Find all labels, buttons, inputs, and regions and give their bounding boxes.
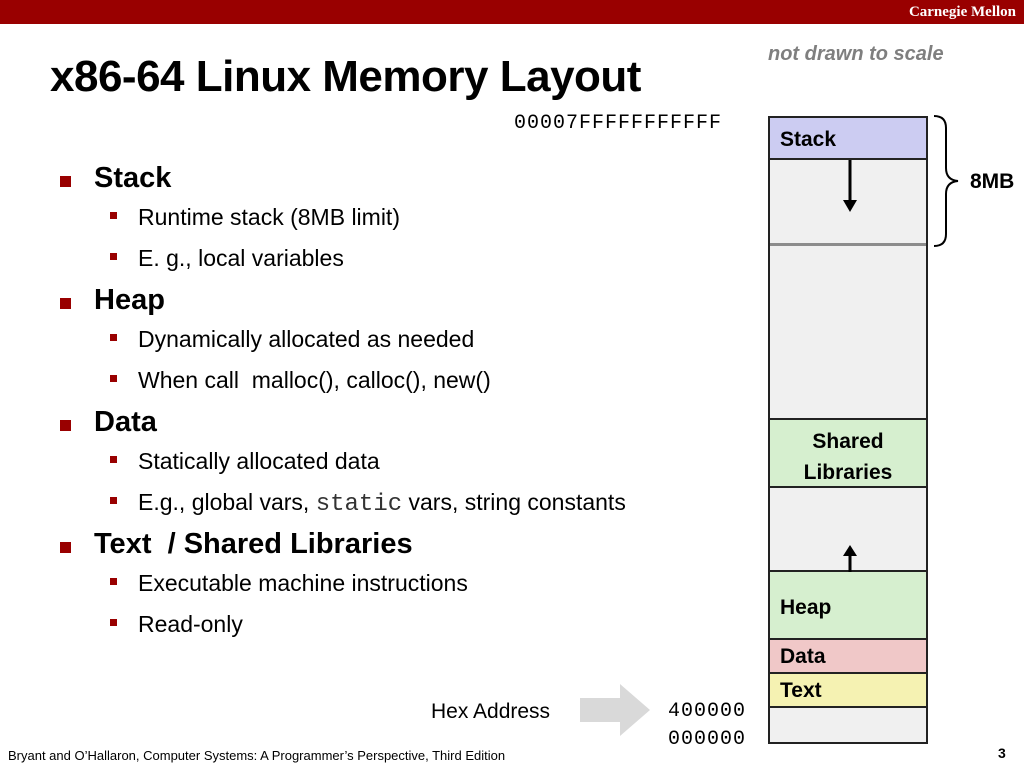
sub-bullet-text: E. g., local variables (138, 245, 344, 271)
bullet-stack: Stack (56, 160, 756, 200)
sub-bullet-square-icon (110, 578, 117, 585)
segment-heap-growth-space (768, 486, 928, 572)
sub-bullet-text: Runtime stack (8MB limit) (138, 204, 400, 230)
bullet-square-icon (60, 542, 71, 553)
segment-label: Heap (780, 596, 832, 619)
sub-bullet-square-icon (110, 212, 117, 219)
page-number: 3 (998, 745, 1006, 761)
hex-address-arrow-icon (580, 684, 650, 736)
segment-label: Shared Libraries (770, 426, 926, 488)
sub-bullet: Read-only (56, 607, 756, 648)
bullet-text-shared: Text / Shared Libraries (56, 526, 756, 566)
segment-label-line2: Libraries (803, 461, 893, 484)
bullet-data: Data (56, 404, 756, 444)
top-bar: Carnegie Mellon (0, 0, 1024, 24)
stack-size-brace-icon (933, 115, 959, 247)
sub-bullet-text: E.g., global vars, static vars, string c… (138, 489, 626, 518)
segment-data: Data (768, 638, 928, 674)
stack-limit-line (770, 243, 926, 246)
hex-address-label: Hex Address (431, 700, 551, 723)
segment-label: Data (780, 645, 826, 668)
segment-label-line1: Shared (812, 430, 884, 453)
bullet-square-icon (60, 176, 71, 187)
segment-shared-libraries: Shared Libraries (768, 418, 928, 488)
segment-low-memory (768, 706, 928, 744)
text-suffix: vars, string constants (402, 489, 626, 515)
brand-label: Carnegie Mellon (908, 4, 1016, 20)
sub-bullet-text: When call malloc(), calloc(), new() (138, 367, 491, 393)
segment-stack: Stack (768, 116, 928, 160)
segment-label: Text (780, 679, 822, 702)
bullet-square-icon (60, 298, 71, 309)
address-400000: 400000 (668, 700, 747, 723)
sub-bullet: Runtime stack (8MB limit) (56, 200, 756, 241)
sub-bullet-square-icon (110, 497, 117, 504)
sub-bullet: E.g., global vars, static vars, string c… (56, 485, 756, 526)
stack-size-label: 8MB (970, 170, 1015, 193)
segment-label: Stack (780, 128, 837, 151)
text-prefix: E.g., global vars, (138, 489, 316, 515)
footer-citation: Bryant and O’Hallaron, Computer Systems:… (8, 748, 506, 763)
code-static: static (315, 491, 403, 518)
sub-bullet-square-icon (110, 253, 117, 260)
bullet-square-icon (60, 420, 71, 431)
sub-bullet: Statically allocated data (56, 444, 756, 485)
scale-note: not drawn to scale (768, 43, 944, 65)
segment-text: Text (768, 672, 928, 708)
sub-bullet-text: Executable machine instructions (138, 570, 468, 596)
bullet-list: Stack Runtime stack (8MB limit) E. g., l… (56, 160, 756, 648)
sub-bullet: E. g., local variables (56, 241, 756, 282)
sub-bullet-text: Statically allocated data (138, 448, 380, 474)
stack-grow-down-arrow-icon (843, 160, 857, 212)
sub-bullet-text: Dynamically allocated as needed (138, 326, 475, 352)
heap-grow-up-arrow-icon (843, 545, 857, 572)
segment-heap: Heap (768, 570, 928, 640)
bullet-heading: Text / Shared Libraries (94, 528, 413, 560)
bullet-heap: Heap (56, 282, 756, 322)
sub-bullet-square-icon (110, 619, 117, 626)
bullet-heading: Heap (94, 284, 165, 316)
slide-title: x86-64 Linux Memory Layout (50, 52, 641, 101)
sub-bullet-square-icon (110, 334, 117, 341)
sub-bullet: Dynamically allocated as needed (56, 322, 756, 363)
address-top: 00007FFFFFFFFFFF (514, 112, 723, 135)
sub-bullet-square-icon (110, 456, 117, 463)
bullet-heading: Data (94, 406, 157, 438)
sub-bullet-square-icon (110, 375, 117, 382)
bullet-heading: Stack (94, 162, 172, 194)
address-000000: 000000 (668, 728, 747, 751)
sub-bullet-text: Read-only (138, 611, 243, 637)
sub-bullet: When call malloc(), calloc(), new() (56, 363, 756, 404)
sub-bullet: Executable machine instructions (56, 566, 756, 607)
